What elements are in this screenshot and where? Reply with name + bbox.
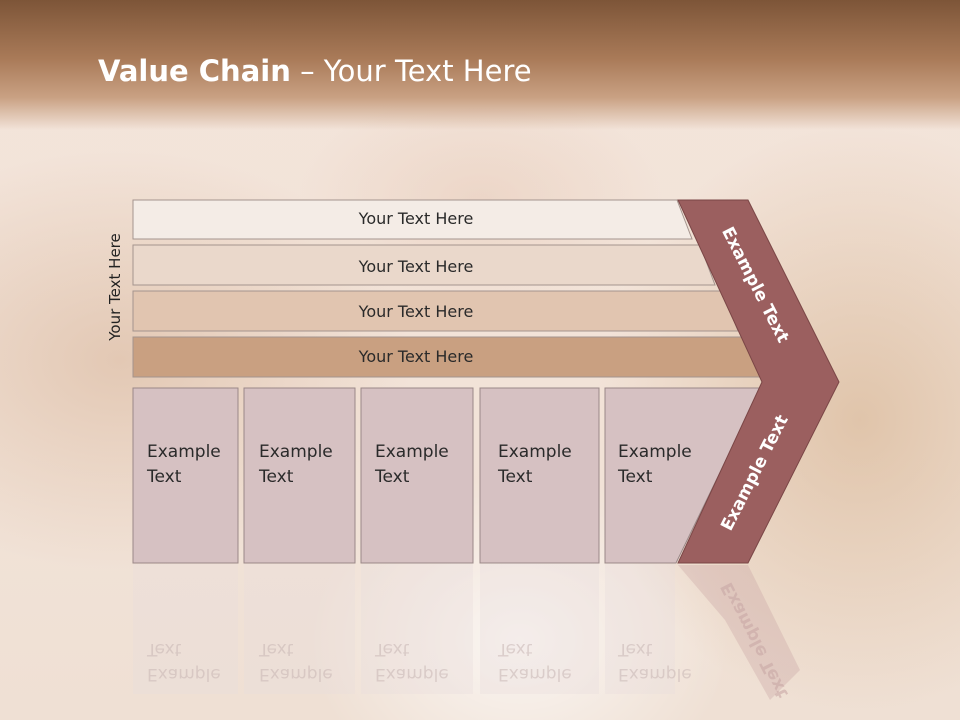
cell-reflection-4	[480, 564, 599, 694]
bar-2	[132, 244, 716, 286]
chevron-reflection	[678, 565, 800, 700]
chevron	[677, 199, 840, 564]
title-bold: Value Chain	[98, 54, 291, 88]
cell-reflection-3	[361, 564, 473, 694]
cell-reflection-2	[244, 564, 355, 694]
title-rest: – Your Text Here	[290, 54, 532, 88]
cell-4	[479, 387, 600, 564]
cell-2	[243, 387, 356, 564]
bar-label-2: Your Text Here	[358, 257, 474, 276]
cell-3	[360, 387, 474, 564]
bar-label-3: Your Text Here	[358, 302, 474, 321]
cell-reflection-5	[605, 564, 675, 694]
cell-reflection-1	[133, 564, 238, 694]
bar-1	[132, 199, 693, 240]
cell-5	[604, 387, 762, 564]
bar-label-1: Your Text Here	[358, 209, 474, 228]
title-bar	[0, 0, 960, 130]
side-label: Your Text Here	[106, 233, 124, 341]
cell-1	[132, 387, 239, 564]
bar-label-4: Your Text Here	[358, 347, 474, 366]
slide-title: Value Chain – Your Text Here	[98, 54, 532, 88]
